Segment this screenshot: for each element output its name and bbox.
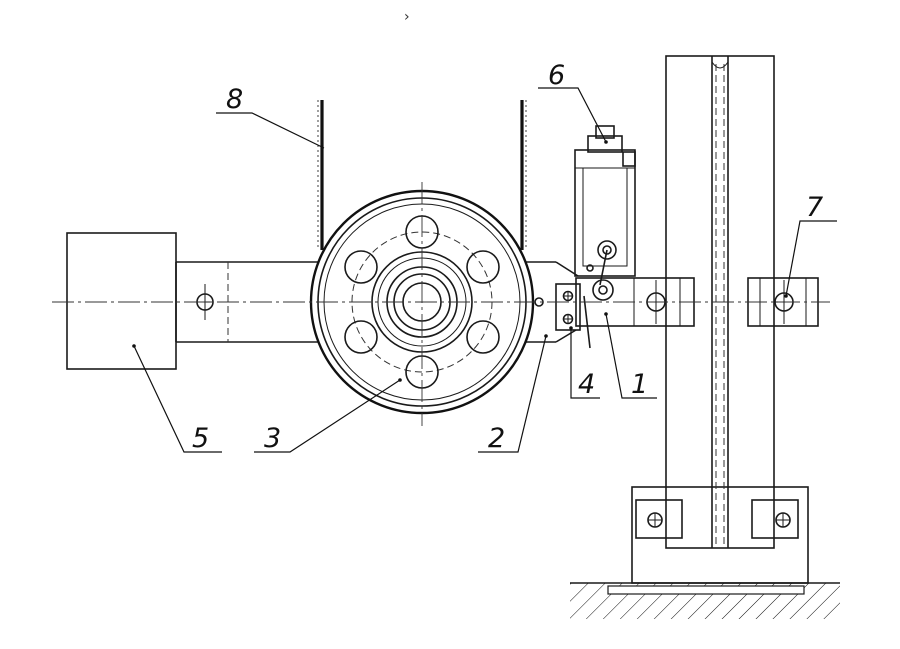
plate-4 — [555, 283, 591, 349]
callout-labels: 8 6 7 1 4 2 3 5 — [192, 60, 823, 454]
leader-lines — [132, 87, 837, 453]
cable-8 — [317, 100, 527, 250]
callout-1: 1 — [631, 369, 648, 400]
callout-5: 5 — [192, 423, 209, 454]
foundation — [570, 582, 840, 619]
callout-4: 4 — [578, 369, 595, 400]
column-base — [631, 486, 809, 584]
callout-2: 2 — [488, 423, 505, 454]
counterweight-5 — [66, 232, 177, 370]
callout-8: 8 — [226, 84, 243, 115]
callout-3: 3 — [264, 423, 281, 454]
callout-7: 7 — [806, 192, 823, 223]
callout-6: 6 — [548, 60, 565, 91]
limit-switch — [574, 125, 636, 301]
top-mark: › — [404, 9, 410, 25]
center-lines — [52, 182, 830, 426]
